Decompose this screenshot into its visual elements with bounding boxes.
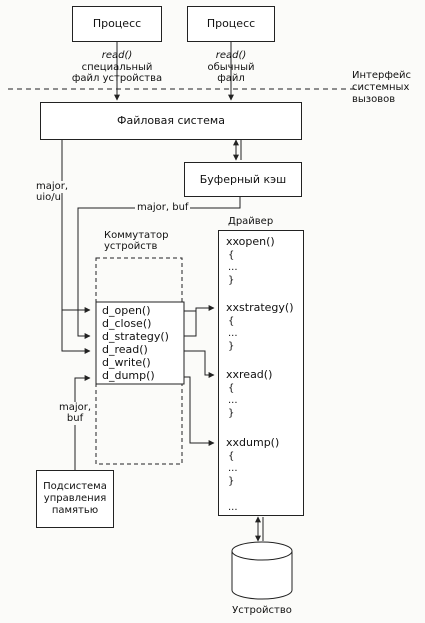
xxstrategy-brace-open: { [228,316,235,327]
memory-subsystem-line1: Подсистема [43,481,107,492]
arrow-dopen-to-xxopen [184,305,215,312]
major-buf-mm-line1: major, [56,402,94,414]
switch-title-line2: устройств [104,241,158,252]
xxread-brace-close: } [228,408,235,419]
process1-desc-line1: специальный [81,62,153,73]
device-label: Устройство [232,605,292,616]
major-uio-line1: major, [36,181,69,193]
driver-func-xxopen: xxopen() [226,235,275,248]
xxdump-ellipsis: ... [228,463,238,474]
process2-label: Процесс [206,17,256,30]
filesystem-label: Файловая система [117,114,225,127]
switch-entry-dopen: d_open() [102,304,151,317]
memory-subsystem-line2: управления [43,493,107,504]
xxread-ellipsis: ... [228,395,238,406]
xxopen-brace-open: { [228,250,235,261]
xxdump-brace-close: } [228,476,235,487]
process1-box [72,6,162,42]
syscall-interface-line1: Интерфейс [352,70,412,81]
process1-desc-line2: файл устройства [71,73,163,84]
driver-box [218,230,304,516]
memory-subsystem-line3: памятью [51,505,99,516]
buffer-cache-box [184,162,302,197]
switch-entry-dstrategy: d_strategy() [102,330,169,343]
switch-entry-dwrite: d_write() [102,356,151,369]
xxstrategy-brace-close: } [228,341,235,352]
major-uio-line2: uio/u [36,192,61,204]
xxopen-brace-close: } [228,275,235,286]
memory-subsystem-box [36,470,114,528]
driver-func-xxread: xxread() [226,368,273,381]
arrow-fs-to-dread [61,310,91,354]
driver-trailing-ellipsis: ... [228,502,238,513]
buffer-cache-label: Буферный кэш [199,173,287,186]
xxstrategy-ellipsis: ... [228,328,238,339]
xxopen-ellipsis: ... [228,262,238,273]
arrow-dstrategy-to-xxstrategy [184,310,197,337]
xxdump-brace-open: { [228,451,235,462]
switch-title-line1: Коммутатор [104,230,169,241]
process1-label: Процесс [92,17,142,30]
driver-func-xxdump: xxdump() [226,436,280,449]
driver-func-xxstrategy: xxstrategy() [226,301,294,314]
syscall-interface-line3: вызовов [352,94,396,105]
switch-entry-dclose: d_close() [102,317,152,330]
process2-box [187,6,275,42]
process2-desc-line1: обычный [207,62,255,73]
process2-call: read() [215,50,247,61]
major-buf-mm-line2: buf [56,413,94,425]
switch-entry-dread: d_read() [102,343,148,356]
arrow-cache-to-dstrategy [77,197,241,339]
process2-desc-line2: файл [217,73,245,84]
major-buf-label: major, buf [135,202,191,214]
filesystem-box [40,102,302,140]
syscall-interface-line2: системных [352,82,410,93]
device-cylinder [231,541,293,600]
driver-title: Драйвер [228,216,274,227]
arrow-dread-to-xxread [184,350,215,378]
switch-entries-box [95,301,185,385]
arrow-mm-to-switch [74,375,91,470]
arrow-fs-to-dopen [61,140,91,313]
arrow-ddump-to-xxdump [184,376,215,446]
process1-call: read() [101,50,133,61]
xxread-brace-open: { [228,383,235,394]
switch-entry-ddump: d_dump() [102,369,155,382]
